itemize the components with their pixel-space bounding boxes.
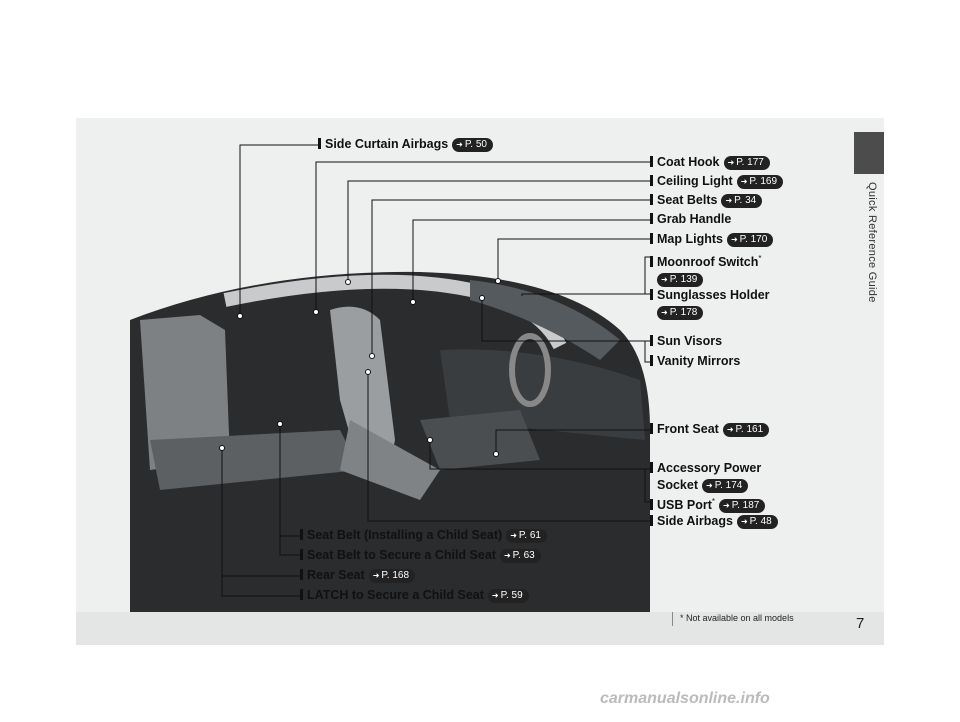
bullet-bar bbox=[650, 423, 653, 434]
bullet-bar bbox=[650, 233, 653, 244]
front-seat bbox=[330, 306, 395, 470]
callout-latch: LATCH to Secure a Child Seat➜P. 59 bbox=[300, 587, 529, 604]
leader-dots bbox=[219, 278, 501, 457]
bullet-bar bbox=[650, 515, 653, 526]
callout-seat-belt-secure-child-seat: Seat Belt to Secure a Child Seat➜P. 63 bbox=[300, 547, 541, 564]
windshield bbox=[470, 280, 620, 360]
bullet-bar bbox=[300, 589, 303, 600]
bullet-bar bbox=[650, 462, 653, 473]
page-ref-badge[interactable]: ➜P. 139 bbox=[657, 273, 704, 287]
callout-seat-belts: Seat Belts➜P. 34 bbox=[650, 192, 763, 209]
callout-vanity-mirrors: Vanity Mirrors bbox=[650, 353, 740, 370]
callout-sun-visors: Sun Visors bbox=[650, 333, 722, 350]
arrow-right-icon: ➜ bbox=[725, 196, 733, 205]
page-ref-badge[interactable]: ➜P. 178 bbox=[657, 306, 704, 320]
bullet-bar bbox=[318, 138, 321, 149]
callout-map-lights: Map Lights➜P. 170 bbox=[650, 231, 774, 248]
arrow-right-icon: ➜ bbox=[726, 425, 734, 434]
callout-grab-handle: Grab Handle bbox=[650, 211, 731, 228]
rear-seat-cushion bbox=[150, 430, 360, 490]
bullet-bar bbox=[650, 355, 653, 366]
bullet-bar bbox=[650, 256, 653, 267]
callout-seat-belt-child-seat: Seat Belt (Installing a Child Seat)➜P. 6… bbox=[300, 527, 547, 544]
bullet-bar bbox=[300, 549, 303, 560]
arrow-right-icon: ➜ bbox=[661, 308, 668, 317]
bullet-bar bbox=[300, 529, 303, 540]
bullet-bar bbox=[650, 175, 653, 186]
center-console bbox=[420, 410, 540, 470]
page-number: 7 bbox=[856, 615, 865, 632]
footer-band bbox=[76, 612, 884, 645]
bullet-bar bbox=[650, 194, 653, 205]
callout-accessory-power-socket: Accessory Power Socket➜P. 174 bbox=[650, 460, 761, 494]
ref-line: ➜P. 178 bbox=[650, 304, 770, 321]
arrow-right-icon: ➜ bbox=[456, 140, 463, 149]
page-ref-badge[interactable]: ➜P. 187 bbox=[719, 499, 766, 513]
page-ref-badge[interactable]: ➜P. 50 bbox=[452, 138, 493, 152]
arrow-right-icon: ➜ bbox=[706, 481, 713, 490]
arrow-right-icon: ➜ bbox=[661, 275, 668, 284]
page-ref-badge[interactable]: ➜P. 63 bbox=[499, 549, 541, 563]
page-ref-badge[interactable]: ➜P. 61 bbox=[506, 529, 547, 543]
section-tab bbox=[854, 132, 884, 174]
callout-usb-port: USB Port*➜P. 187 bbox=[650, 493, 766, 514]
page-ref-badge[interactable]: ➜P. 59 bbox=[487, 589, 529, 603]
ref-line: ➜P. 139 bbox=[650, 271, 762, 288]
section-label: Quick Reference Guide bbox=[866, 182, 878, 303]
arrow-right-icon: ➜ bbox=[510, 531, 517, 540]
arrow-right-icon: ➜ bbox=[730, 235, 738, 244]
page-ref-badge[interactable]: ➜P. 169 bbox=[736, 175, 784, 189]
callout-coat-hook: Coat Hook➜P. 177 bbox=[650, 154, 770, 171]
arrow-right-icon: ➜ bbox=[740, 517, 748, 526]
footnote: * Not available on all models bbox=[680, 613, 794, 623]
watermark: carmanualsonline.info bbox=[600, 690, 770, 707]
bullet-bar bbox=[300, 569, 303, 580]
page-ref-badge[interactable]: ➜P. 34 bbox=[721, 194, 763, 208]
page-ref-badge[interactable]: ➜P. 174 bbox=[702, 479, 749, 493]
bullet-bar bbox=[650, 289, 653, 300]
callout-ceiling-light: Ceiling Light➜P. 169 bbox=[650, 173, 784, 190]
arrow-right-icon: ➜ bbox=[372, 571, 380, 580]
callout-rear-seat: Rear Seat➜P. 168 bbox=[300, 567, 416, 584]
arrow-right-icon: ➜ bbox=[723, 501, 730, 510]
front-seat-cushion bbox=[340, 420, 440, 500]
page-ref-badge[interactable]: ➜P. 48 bbox=[736, 515, 778, 529]
callout-sunglasses-holder: Sunglasses Holder ➜P. 178 bbox=[650, 287, 770, 321]
callout-front-seat: Front Seat➜P. 161 bbox=[650, 421, 770, 438]
rear-seat bbox=[140, 315, 230, 470]
bullet-bar bbox=[650, 213, 653, 224]
arrow-right-icon: ➜ bbox=[491, 591, 499, 600]
arrow-right-icon: ➜ bbox=[727, 158, 735, 167]
callout-side-curtain-airbags: Side Curtain Airbags➜P. 50 bbox=[318, 136, 493, 153]
page-ref-badge[interactable]: ➜P. 168 bbox=[368, 569, 416, 583]
steering-wheel bbox=[509, 333, 551, 407]
ref-line: Socket➜P. 174 bbox=[650, 477, 761, 494]
bullet-bar bbox=[650, 156, 653, 167]
callout-side-airbags: Side Airbags➜P. 48 bbox=[650, 513, 778, 530]
arrow-right-icon: ➜ bbox=[503, 551, 511, 560]
bullet-bar bbox=[650, 499, 653, 510]
arrow-right-icon: ➜ bbox=[740, 177, 748, 186]
footnote-divider bbox=[672, 612, 673, 626]
page-ref-badge[interactable]: ➜P. 161 bbox=[722, 423, 770, 437]
bullet-bar bbox=[650, 335, 653, 346]
leader-lines bbox=[221, 144, 650, 597]
callout-moonroof-switch: Moonroof Switch* ➜P. 139 bbox=[650, 250, 762, 288]
page-ref-badge[interactable]: ➜P. 170 bbox=[726, 233, 774, 247]
page-ref-badge[interactable]: ➜P. 177 bbox=[723, 156, 770, 170]
